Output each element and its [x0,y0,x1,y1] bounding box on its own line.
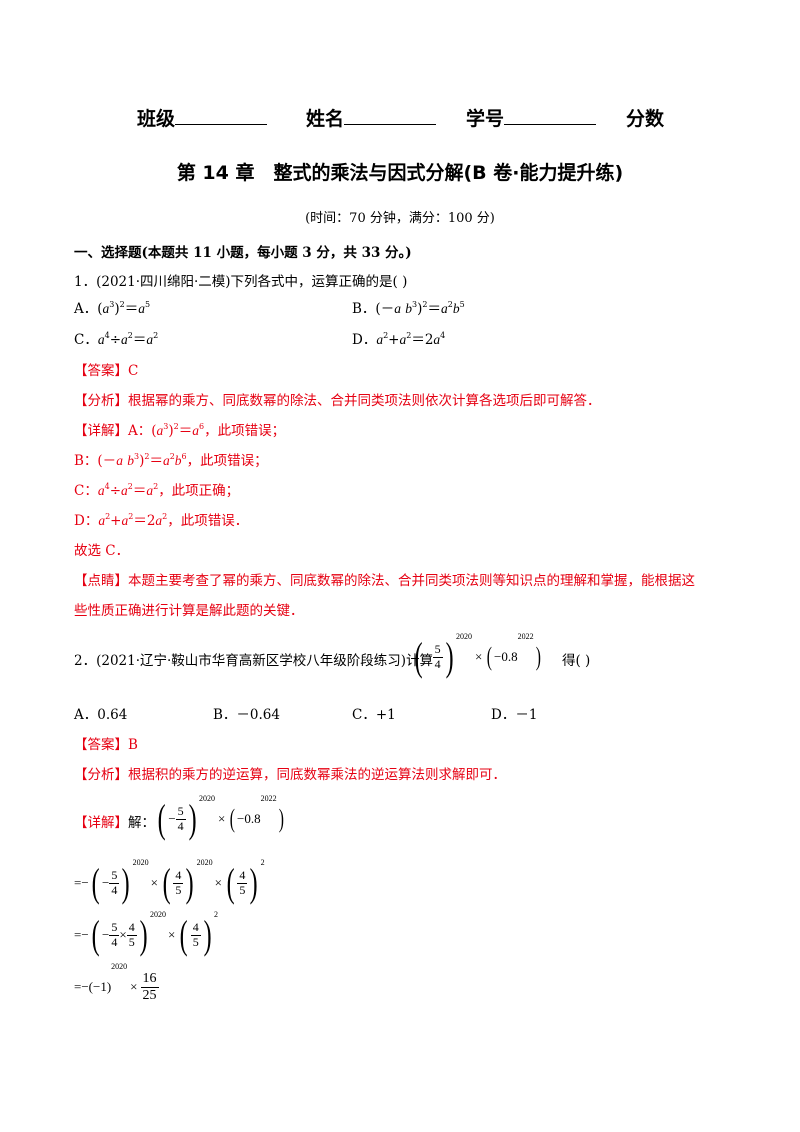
q2-analysis: 【分析】根据积的乘方的逆运算，同底数幂乘法的逆运算法则求解即可． [74,763,506,783]
q1-option-b-label: B． [352,301,376,317]
q1-option-d-label: D． [352,332,377,348]
q1-analysis-tag: 【分析】 [74,393,128,409]
q2-detail-label: 【详解】解： [74,811,155,831]
class-field: 班级 [137,104,268,131]
page-title: 第 14 章 整式的乘法与因式分解(B 卷·能力提升练) [176,162,624,184]
q1-detail-b-note: ，此项错误； [186,453,268,469]
q1-detail-c-note: ，此项正确； [158,483,240,499]
q1-detail-a: 【详解】A：(a3)2＝a6，此项错误； [74,422,286,440]
q1-comment-tag: 【点睛】 [74,573,128,589]
q2-option-b: B．－0.64 [213,707,280,723]
q2-analysis-tag: 【分析】 [74,767,128,783]
q1-detail-d-note: ，此项错误． [167,513,249,529]
score-field: 分数 [626,104,664,131]
q2-option-d: D．－1 [491,707,538,723]
name-blank [344,106,437,125]
q1-stem: 1．(2021·四川绵阳·二模)下列各式中，运算正确的是( ) [74,274,408,290]
q1-option-a: A．(a3)2＝a5 [74,300,151,318]
q2-detail-text: 解： [128,815,155,831]
q2-answer: 【答案】B [74,733,138,753]
q1-option-a-label: A． [74,301,98,317]
q1-option-c-label: C． [74,332,98,348]
section-heading: 一、选择题(本题共 11 小题，每小题 3 分，共 33 分。) [74,245,412,261]
q2-answer-tag: 【答案】 [74,737,128,753]
class-label: 班级 [137,108,176,130]
class-blank [175,106,268,125]
id-blank [504,106,597,125]
q2-option-a: A．0.64 [74,707,128,723]
q1-analysis-text: 根据幂的乘方、同底数幂的除法、合并同类项法则依次计算各选项后即可解答． [128,393,601,409]
q2-option-c: C．+1 [352,707,396,723]
q1-answer: 【答案】C [74,359,138,379]
q2-analysis-text: 根据积的乘方的逆运算，同底数幂乘法的逆运算法则求解即可． [128,767,506,783]
name-field: 姓名 [306,104,437,131]
score-label: 分数 [626,108,665,130]
q1-detail-b: B：(－a b3)2＝a2b6，此项错误； [74,452,268,470]
q2-answer-value: B [128,737,138,753]
q1-detail-a-note: ，此项错误； [204,423,286,439]
q1-detail-tag: 【详解】 [74,423,128,439]
q1-analysis: 【分析】根据幂的乘方、同底数幂的除法、合并同类项法则依次计算各选项后即可解答． [74,389,601,409]
q1-option-d: D．a2+a2＝2a4 [352,331,446,349]
name-label: 姓名 [306,108,345,130]
q2-stem: 2．(2021·辽宁·鞍山市华育高新区学校八年级阶段练习)计算 [74,653,434,669]
id-field: 学号 [466,104,597,131]
q1-option-b: B．(－a b3)2＝a2b5 [352,300,465,318]
q1-detail-d: D：a2+a2＝2a2，此项错误． [74,512,249,530]
q1-answer-value: C [128,363,139,379]
q1-detail-c: C：a4÷a2＝a2，此项正确； [74,482,240,500]
q1-comment: 【点睛】本题主要考查了幂的乘方、同底数幂的除法、合并同类项法则等知识点的理解和掌… [74,569,695,589]
id-label: 学号 [466,108,505,130]
q2-stem-tail: 得( ) [562,653,591,669]
q1-comment-line1: 本题主要考查了幂的乘方、同底数幂的除法、合并同类项法则等知识点的理解和掌握，能根… [128,573,695,589]
q2-detail-tag: 【详解】 [74,815,128,831]
q1-answer-tag: 【答案】 [74,363,128,379]
time-info: (时间：70 分钟，满分：100 分) [305,211,495,226]
q1-option-c: C．a4÷a2＝a2 [74,331,159,349]
q1-comment-line2: 些性质正确进行计算是解此题的关键． [74,603,304,619]
q1-conclusion: 故选 C． [74,543,130,559]
